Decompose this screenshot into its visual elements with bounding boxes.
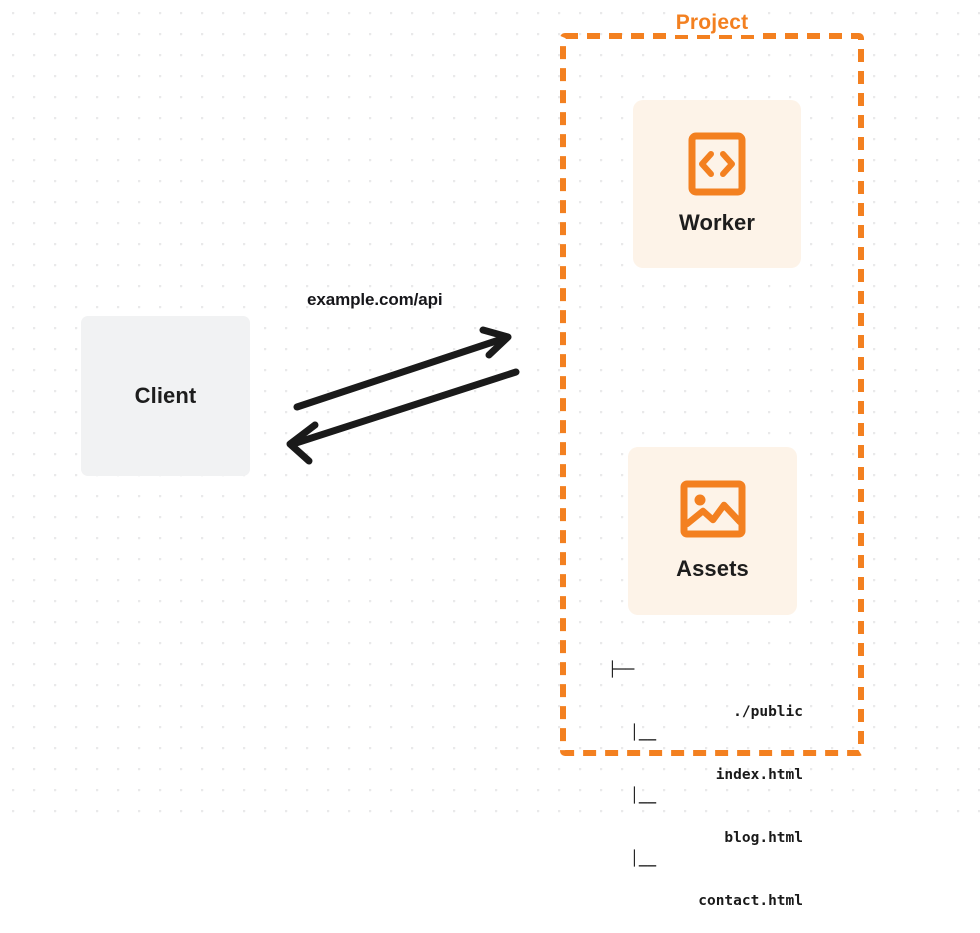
tree-branch-glyph: │__ [630, 725, 657, 741]
tree-branch-glyph: │__ [630, 851, 657, 867]
tree-branch-glyph: ├── [608, 662, 635, 678]
assets-file-tree: ├── ./public │__ index.html │__ blog.htm… [608, 618, 803, 912]
diagram-canvas: Client example.com/api Project Worker [0, 0, 980, 909]
client-label: Client [134, 383, 197, 408]
file-tree-row: │__ blog.html [608, 786, 803, 846]
assets-label: Assets [676, 556, 749, 581]
client-node[interactable]: Client [81, 316, 250, 476]
request-arrow [293, 326, 512, 411]
response-arrow [286, 368, 520, 465]
assets-node[interactable]: Assets [628, 447, 797, 615]
tree-item-name: index.html [715, 767, 803, 783]
image-icon [680, 480, 745, 538]
tree-item-name: contact.html [698, 893, 803, 909]
file-tree-row: │__ contact.html [608, 849, 803, 909]
worker-node[interactable]: Worker [633, 100, 801, 268]
file-tree-row: │__ index.html [608, 723, 803, 783]
connection-arrows [286, 326, 520, 465]
project-container: Project Worker Assets ├── ./public [560, 11, 864, 909]
tree-item-name: ./public [733, 704, 803, 720]
code-brackets-icon [688, 132, 746, 196]
connection-label: example.com/api [307, 290, 443, 309]
project-title: Project [668, 11, 756, 35]
tree-branch-glyph: │__ [630, 788, 657, 804]
worker-label: Worker [679, 210, 755, 235]
file-tree-row: ├── ./public [608, 660, 803, 720]
tree-item-name: blog.html [724, 830, 803, 846]
